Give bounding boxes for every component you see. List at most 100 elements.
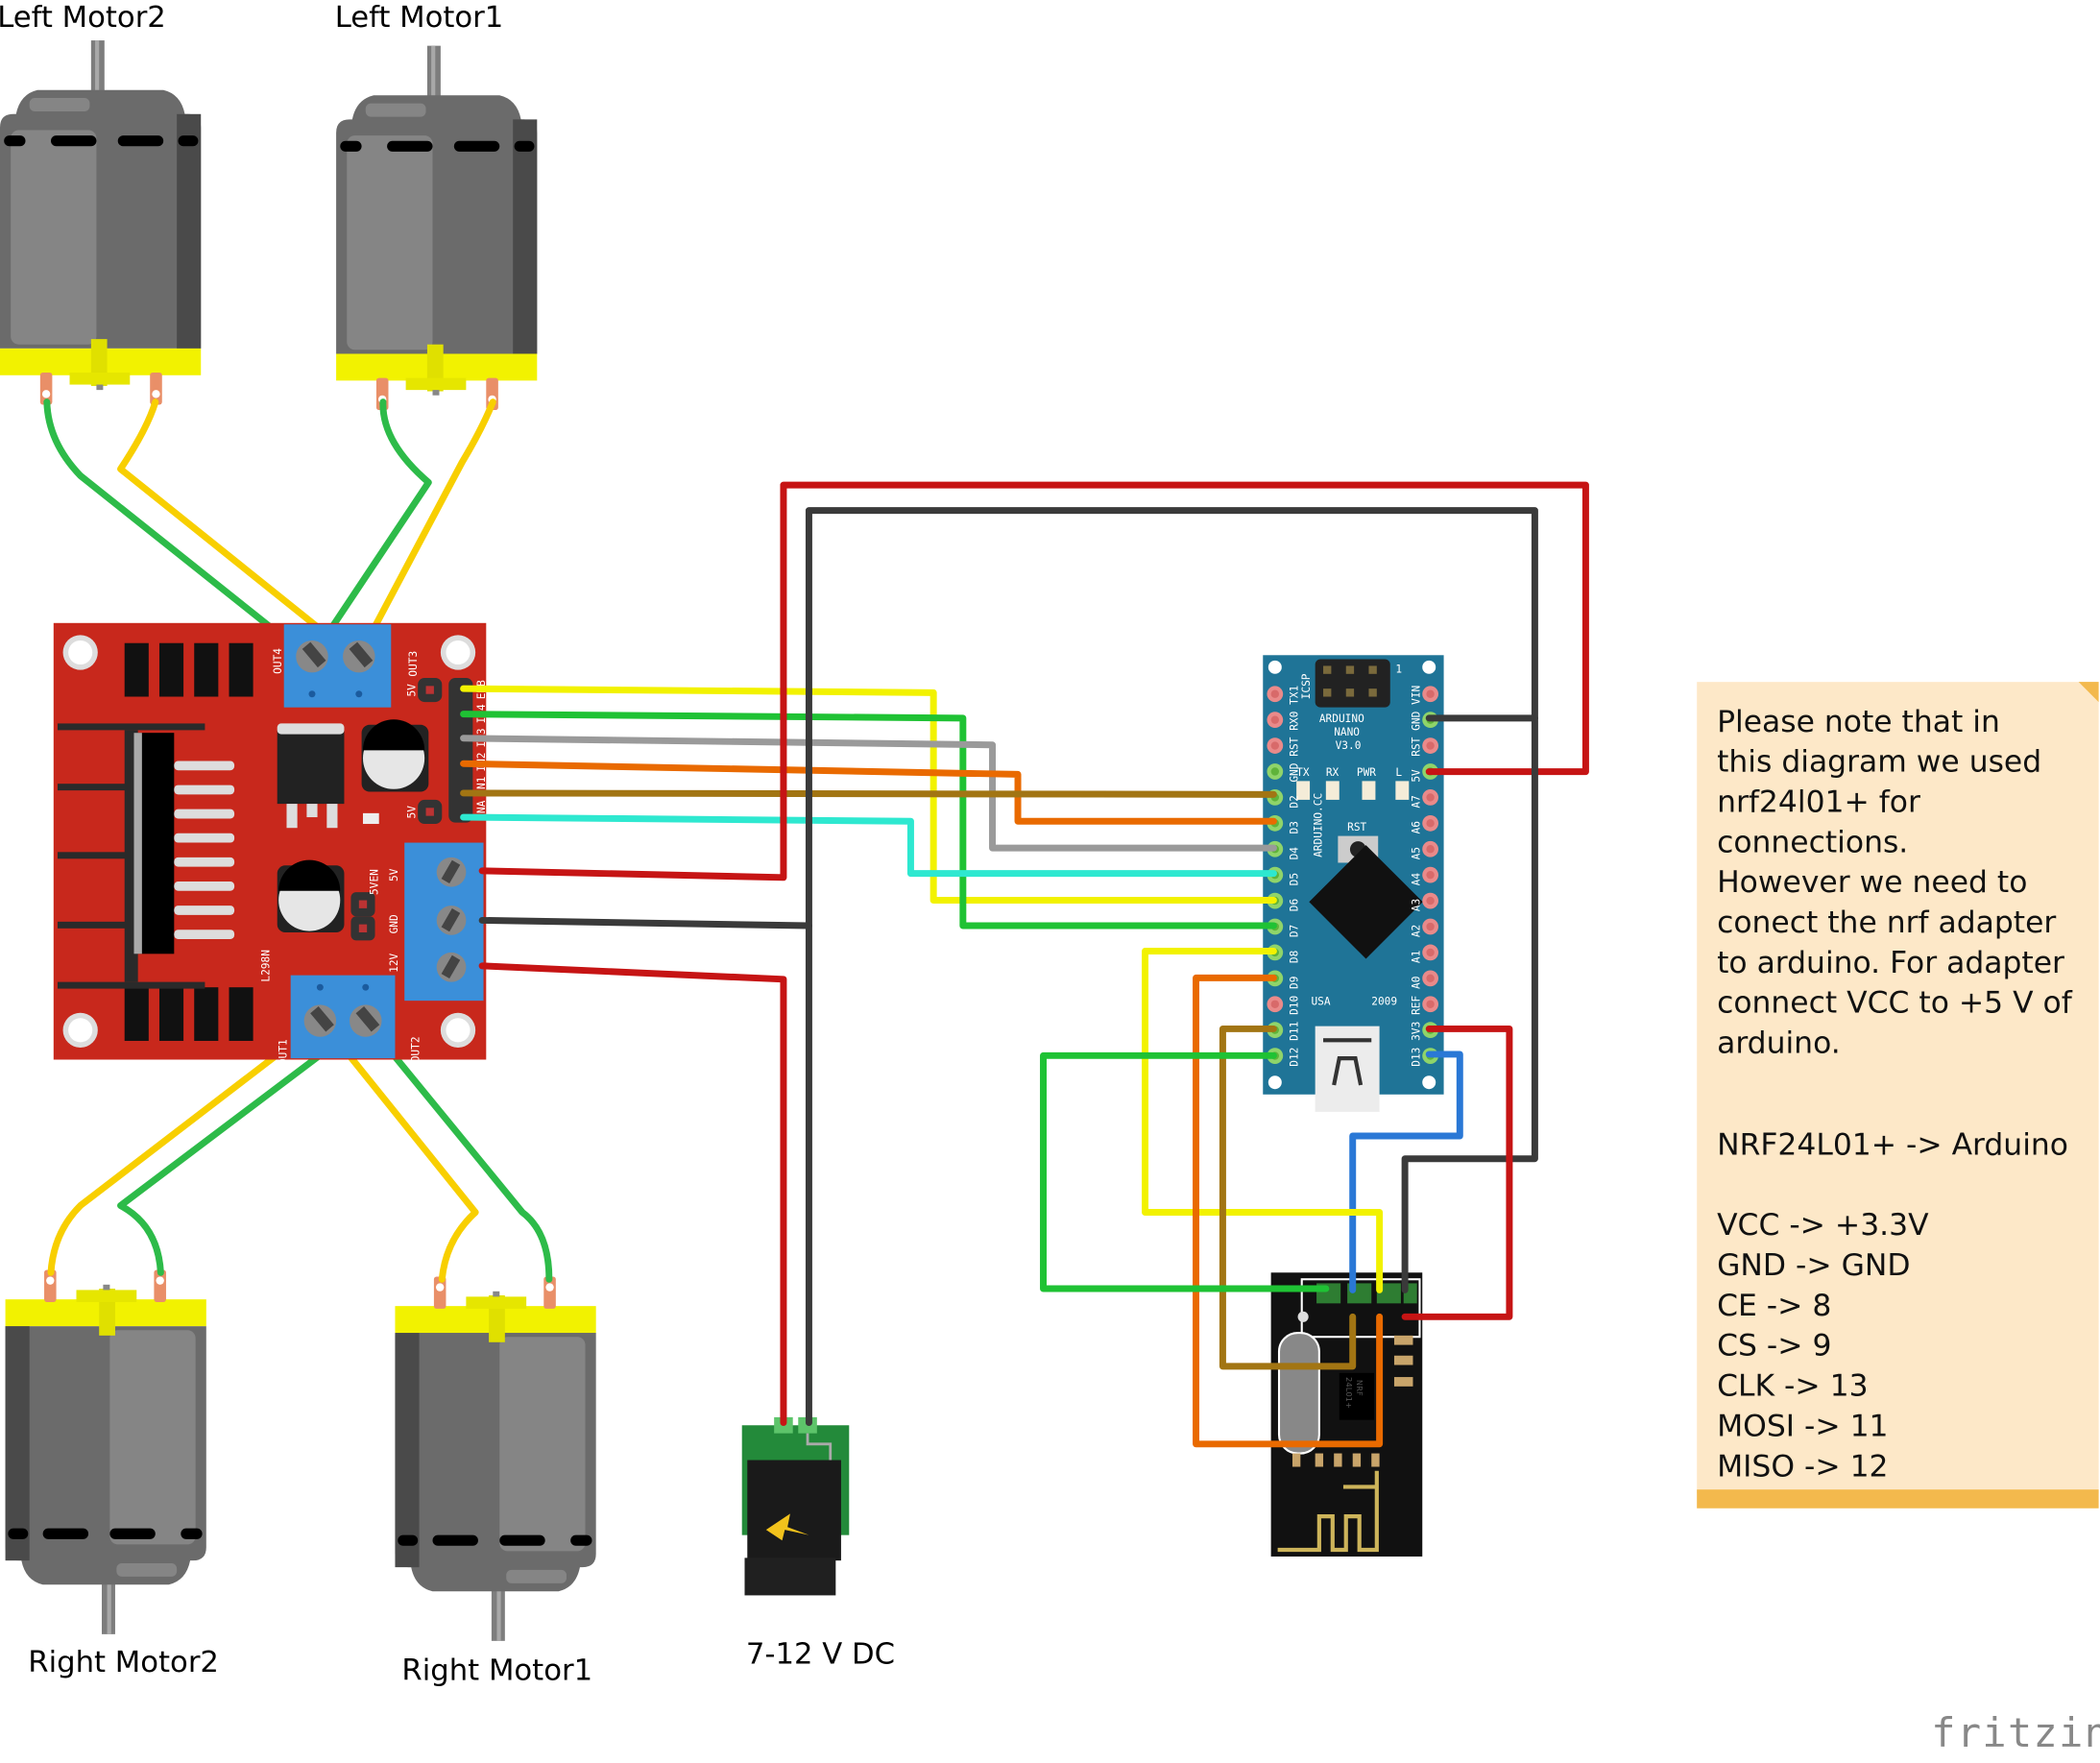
out1-label: OUT1 bbox=[277, 1039, 289, 1065]
wire-lm2-yellow bbox=[117, 398, 361, 663]
motor-wires bbox=[43, 398, 553, 1283]
chip-label: L298N bbox=[259, 950, 272, 982]
wire-nrf-ce bbox=[1142, 948, 1384, 1293]
nano-pin-label: D3 bbox=[1289, 821, 1301, 833]
nano-pin-hole bbox=[1270, 1000, 1280, 1008]
wire-lm2-green bbox=[43, 398, 315, 663]
nano-pin-hole bbox=[1426, 689, 1435, 698]
out3-label: OUT3 bbox=[407, 651, 420, 677]
nrf24l01-module: NRF 24L01+ bbox=[1270, 1272, 1423, 1557]
right-motor-2-label: Right Motor2 bbox=[28, 1646, 219, 1679]
out2-label: OUT2 bbox=[410, 1036, 422, 1062]
nano-pin-hole bbox=[1426, 948, 1435, 957]
wire-rm2-green bbox=[117, 1017, 370, 1276]
nano-title-3: V3.0 bbox=[1336, 739, 1362, 752]
nano-pin-label: A2 bbox=[1410, 925, 1422, 937]
nrf-chip-label-2: 24L01+ bbox=[1344, 1377, 1354, 1409]
power-terminal-gnd: GND bbox=[388, 914, 400, 933]
year-label: 2009 bbox=[1371, 995, 1397, 1007]
wire-nrf-gnd bbox=[1401, 714, 1538, 1293]
nrf-chip-label-1: NRF bbox=[1355, 1380, 1364, 1396]
wire-nrf-mosi bbox=[1219, 1025, 1357, 1370]
nano-pin-label: RST bbox=[1289, 737, 1301, 756]
jumper-label: 5VEN bbox=[368, 869, 380, 895]
wire-gnd-l298n-nano bbox=[478, 507, 1538, 930]
left-motor-1 bbox=[336, 45, 538, 411]
note-line: nrf24l01+ for bbox=[1717, 785, 1920, 819]
wire-vcc-l298n-nano5v bbox=[478, 481, 1589, 882]
dc-power-jack bbox=[741, 1416, 850, 1596]
nano-pin-label: D12 bbox=[1289, 1048, 1301, 1067]
nano-pin-hole bbox=[1426, 1000, 1435, 1008]
note-mapping-title: NRF24L01+ -> Arduino bbox=[1717, 1128, 2068, 1163]
wire-rm1-yellow bbox=[318, 1017, 479, 1283]
note-line: However we need to bbox=[1717, 865, 2027, 900]
nano-pin-label: D8 bbox=[1289, 951, 1301, 963]
signal-wires bbox=[460, 481, 1589, 1448]
icsp-label: ICSP bbox=[1300, 673, 1313, 699]
nano-pin-label: TX1 bbox=[1289, 686, 1301, 705]
nano-pin-hole bbox=[1426, 741, 1435, 750]
note-line: connect VCC to +5 V of bbox=[1717, 986, 2073, 1021]
nano-pin-label: A0 bbox=[1410, 977, 1422, 989]
nano-title-2: NANO bbox=[1334, 726, 1360, 738]
nano-pin-label: A7 bbox=[1410, 795, 1422, 808]
nano-pin-label: D2 bbox=[1289, 795, 1301, 808]
nano-pin-label: D6 bbox=[1289, 899, 1301, 911]
wire-in1-d2 bbox=[460, 789, 1277, 798]
nano-pin-label: VIN bbox=[1410, 686, 1422, 705]
nano-pin-label: A5 bbox=[1410, 847, 1422, 859]
note-mapping-line: MISO -> 12 bbox=[1717, 1449, 1888, 1484]
arduino-nano: ICSP 1 ARDUINO NANO V3.0 ARDUINO.CC TX R… bbox=[1263, 655, 1444, 1112]
nano-pin-label: 5V bbox=[1410, 769, 1422, 783]
nano-pin-label: REF bbox=[1410, 996, 1422, 1015]
nano-pin-hole bbox=[1270, 689, 1280, 698]
nano-site: ARDUINO.CC bbox=[1313, 793, 1325, 857]
note-mapping-line: CS -> 9 bbox=[1717, 1329, 1831, 1364]
led-rx-label: RX bbox=[1326, 766, 1340, 779]
fritzing-logo: fritzing bbox=[1931, 1709, 2100, 1756]
nano-pin-label: D7 bbox=[1289, 925, 1301, 937]
nano-pin-label: RST bbox=[1410, 737, 1422, 756]
out4-label: OUT4 bbox=[272, 648, 284, 674]
wire-rm2-yellow bbox=[47, 1017, 326, 1276]
wire-12v-jack bbox=[478, 962, 787, 1426]
header-5v-bottom: 5V bbox=[405, 806, 418, 819]
nano-pin-hole bbox=[1426, 974, 1435, 983]
note-mapping-line: CLK -> 13 bbox=[1717, 1369, 1868, 1404]
nano-pin-hole bbox=[1426, 896, 1435, 906]
power-terminal-12v: 12V bbox=[388, 953, 400, 972]
led-pwr-label: PWR bbox=[1357, 766, 1376, 779]
nano-pin-label: D9 bbox=[1289, 977, 1301, 989]
nano-pin-label: GND bbox=[1289, 762, 1301, 782]
nano-pin-label: D4 bbox=[1289, 847, 1301, 860]
nano-pin-hole bbox=[1270, 715, 1280, 724]
note-mapping-line: MOSI -> 11 bbox=[1717, 1409, 1888, 1443]
note-line: conect the nrf adapter bbox=[1717, 906, 2056, 940]
left-motor-2-label: Left Motor2 bbox=[0, 1, 166, 35]
nano-pin-label: GND bbox=[1410, 711, 1422, 730]
wire-ena-d5 bbox=[460, 813, 1277, 878]
right-motor-1 bbox=[395, 1276, 596, 1641]
lightning-icon bbox=[765, 1513, 809, 1541]
reset-label: RST bbox=[1347, 821, 1366, 833]
note-mapping-line: VCC -> +3.3V bbox=[1717, 1208, 1929, 1243]
nano-pin-label: 3V3 bbox=[1410, 1022, 1422, 1041]
nano-pin-hole bbox=[1426, 922, 1435, 931]
made-in-label: USA bbox=[1311, 995, 1330, 1007]
nano-pin-label: A6 bbox=[1410, 821, 1422, 833]
nano-pin-hole bbox=[1270, 767, 1280, 776]
wire-in4-d7 bbox=[460, 711, 1277, 930]
antenna-trace bbox=[1277, 1470, 1379, 1553]
wire-nrf-csn bbox=[1193, 974, 1384, 1448]
icsp-pin1-label: 1 bbox=[1395, 663, 1402, 675]
nano-pin-hole bbox=[1426, 819, 1435, 828]
wire-rm1-green bbox=[362, 1017, 553, 1283]
nano-pin-hole bbox=[1426, 870, 1435, 880]
nano-pin-label: RX0 bbox=[1289, 712, 1301, 731]
nano-pin-hole bbox=[1426, 793, 1435, 802]
wire-lm1-yellow bbox=[353, 398, 496, 663]
right-motor-2 bbox=[5, 1269, 206, 1634]
nano-pin-hole bbox=[1270, 741, 1280, 750]
